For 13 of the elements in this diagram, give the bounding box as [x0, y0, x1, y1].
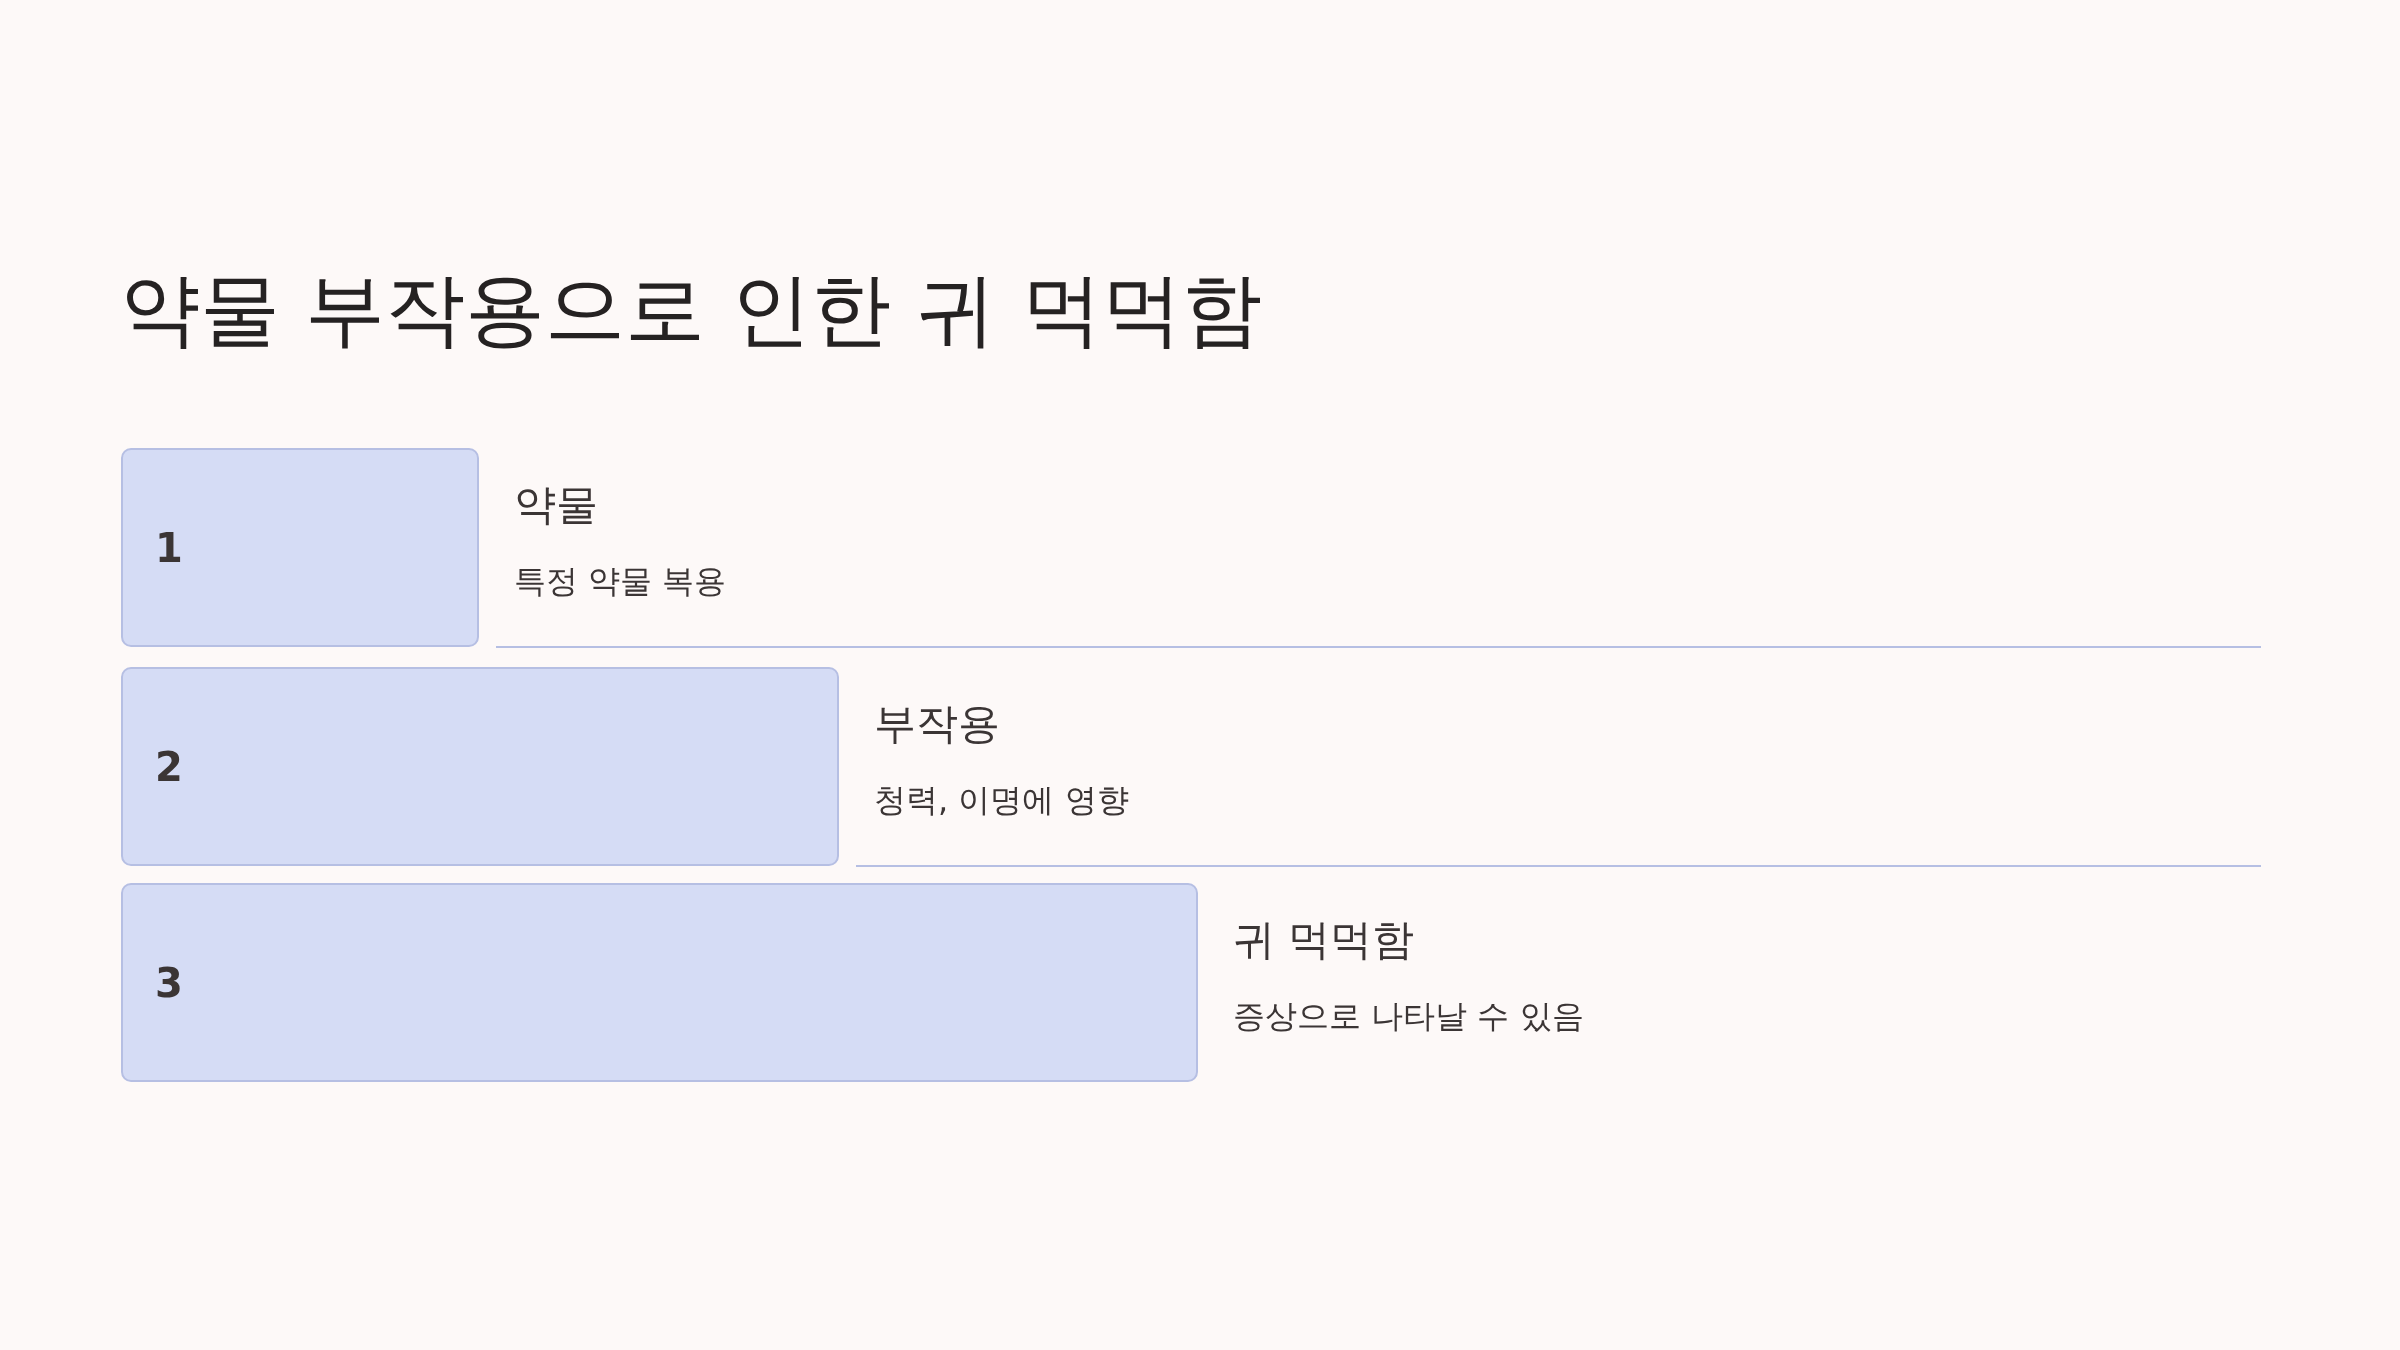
step-heading: 약물 [514, 480, 598, 531]
step-description: 증상으로 나타날 수 있음 [1233, 997, 1584, 1036]
step-number: 3 [155, 962, 183, 1003]
step-description: 청력, 이명에 영향 [874, 781, 1129, 820]
title: 약물 부작용으로 인한 귀 먹먹함 [120, 262, 1262, 358]
step-number: 2 [155, 746, 183, 787]
step-number: 1 [155, 527, 183, 568]
step-description: 특정 약물 복용 [514, 562, 727, 601]
step-heading: 귀 먹먹함 [1233, 915, 1415, 966]
step-box [121, 883, 1198, 1082]
step-heading: 부작용 [874, 699, 1000, 750]
step-box [121, 667, 839, 866]
step-box [121, 448, 479, 647]
